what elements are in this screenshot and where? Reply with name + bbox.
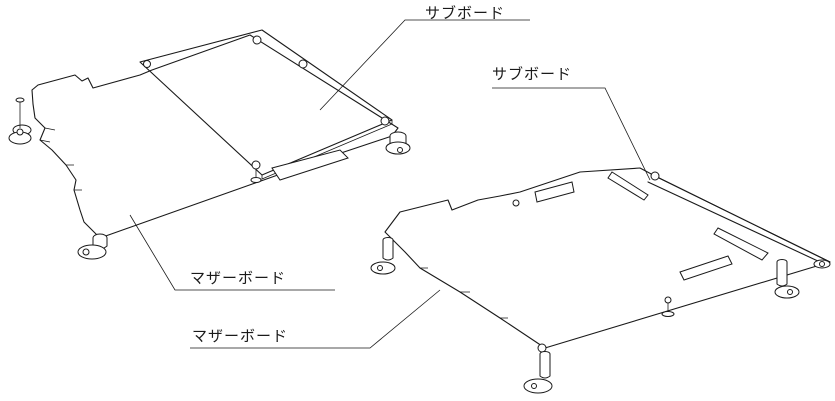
right-foot-2 [774,259,800,299]
left-mother-board [31,34,399,239]
right-hole-4 [537,343,547,353]
right-sub-board-frame [647,175,831,263]
left-foot-3 [77,233,108,260]
label-sub-board-left: サブボード [425,4,505,22]
label-mother-board-left: マザーボード [190,269,286,287]
right-foot-3 [813,259,831,269]
left-assembly [8,19,530,291]
right-mother-board [384,167,831,349]
label-mother-board-right: マザーボード [192,327,288,345]
right-sub-hole-1 [650,171,660,181]
right-hole-2 [512,199,520,207]
left-sub-hole-2 [298,59,308,69]
right-foot-1 [370,237,396,275]
right-connector-2 [607,171,649,201]
left-foot-1 [8,97,32,145]
right-foot-4 [523,351,553,394]
left-sub-hole-5 [143,60,151,68]
left-sub-hole-1 [252,35,262,45]
right-connector-1 [534,181,575,203]
leader-sub-board-right [492,87,651,181]
right-connector-3 [713,227,769,261]
right-connector-4 [679,255,733,281]
left-connector [271,149,349,181]
label-sub-board-right: サブボード [492,65,572,83]
left-sub-hole-3 [380,116,390,126]
leader-mother-board-left [129,214,335,291]
right-hole-3 [664,296,672,304]
right-assembly [190,87,831,394]
left-sub-board [139,29,393,176]
left-sub-hole-4 [251,160,261,170]
leader-sub-board-left [319,19,530,111]
leader-mother-board-right [190,289,441,349]
left-foot-2 [385,131,411,155]
